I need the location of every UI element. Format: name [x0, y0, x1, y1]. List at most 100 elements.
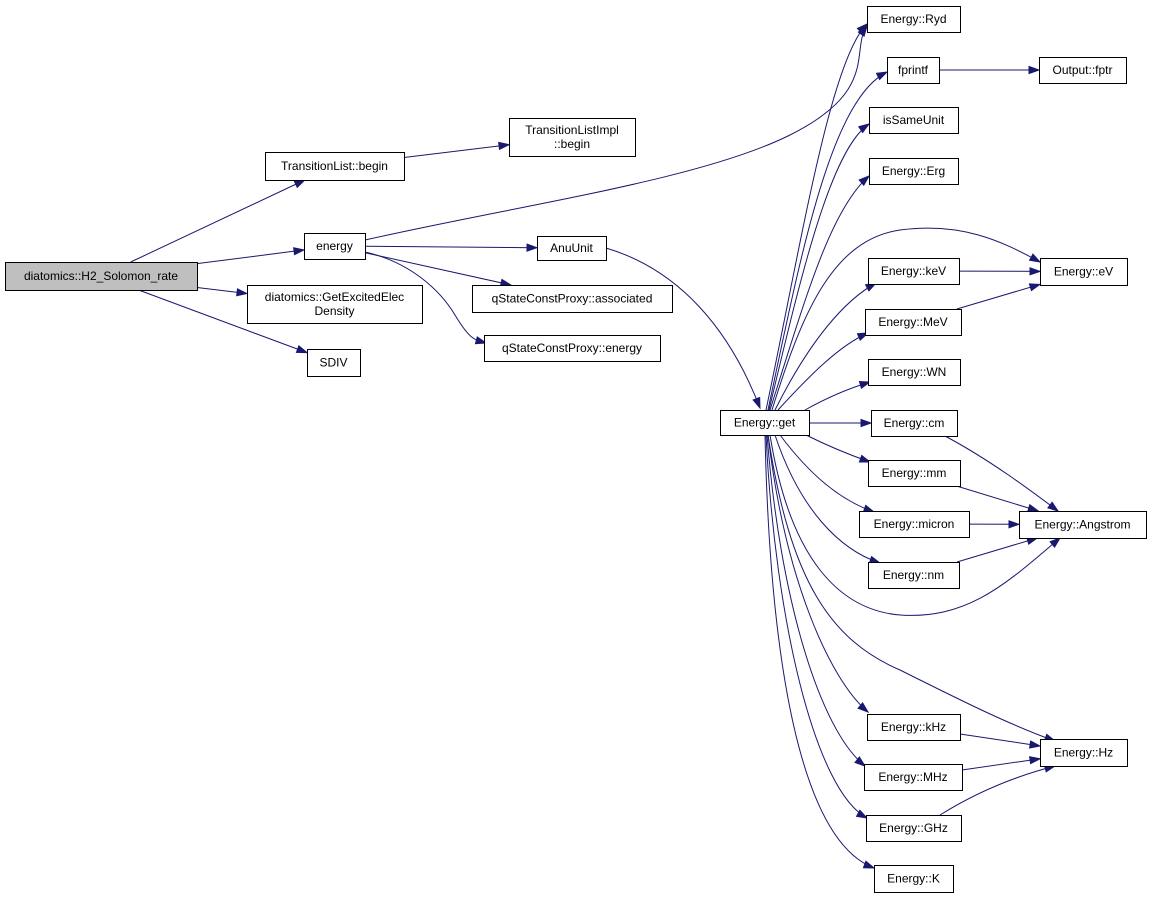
edge-e_get-to-e_erg	[769, 175, 871, 411]
node-box	[720, 410, 810, 436]
node-label: Energy::nm	[883, 568, 944, 582]
arrowhead	[855, 809, 869, 819]
node-e-erg[interactable]: Energy::Erg	[869, 158, 959, 185]
arrowhead	[1028, 283, 1042, 292]
arrowhead	[1049, 537, 1062, 548]
edge-e_get-to-e_mev	[777, 332, 870, 411]
edge-line	[767, 434, 1056, 742]
node-label: energy	[316, 239, 353, 253]
node-tl-begin[interactable]: TransitionList::begin	[265, 152, 405, 181]
edge-line	[605, 247, 761, 409]
arrowhead	[858, 175, 871, 187]
node-e-khz[interactable]: Energy::kHz	[867, 714, 961, 741]
arrowhead	[295, 345, 309, 354]
node-e-mev[interactable]: Energy::MeV	[865, 309, 962, 336]
arrowhead	[857, 123, 871, 134]
edge-line	[364, 252, 512, 286]
node-box	[1019, 511, 1147, 539]
edge-line	[138, 289, 308, 354]
node-root[interactable]: diatomics::H2_Solomon_rate	[5, 262, 198, 291]
edge-line	[959, 733, 1041, 747]
edge-line	[767, 434, 869, 713]
arrowhead	[1028, 65, 1041, 75]
edge-line	[956, 485, 1039, 512]
node-box	[871, 410, 958, 437]
node-e-mm[interactable]: Energy::mm	[868, 460, 961, 487]
node-label: qStateConstProxy::energy	[502, 341, 642, 355]
node-label: Energy::keV	[881, 264, 946, 278]
node-e-ghz[interactable]: Energy::GHz	[866, 815, 962, 842]
node-e-kev[interactable]: Energy::keV	[868, 258, 960, 285]
node-e-micron[interactable]: Energy::micron	[859, 511, 970, 538]
node-qs-energy[interactable]: qStateConstProxy::energy	[484, 335, 661, 362]
node-e-nm[interactable]: Energy::nm	[868, 562, 960, 589]
node-e-k[interactable]: Energy::K	[874, 865, 954, 893]
arrowhead	[862, 860, 876, 869]
node-label: TransitionListImpl	[525, 123, 619, 137]
arrowhead	[1029, 267, 1042, 276]
node-box	[472, 285, 673, 313]
node-label: Energy::Erg	[882, 164, 945, 178]
edge-e_micron-to-e_angstrom	[968, 520, 1021, 529]
node-e-ev[interactable]: Energy::eV	[1040, 258, 1128, 286]
node-sdiv[interactable]: SDIV	[307, 349, 361, 377]
edge-line	[961, 758, 1041, 771]
node-box	[868, 460, 961, 487]
edge-line	[364, 251, 487, 344]
arrowhead	[1028, 740, 1042, 749]
node-label: isSameUnit	[883, 113, 945, 127]
node-e-angstrom[interactable]: Energy::Angstrom	[1019, 511, 1147, 539]
edge-line	[804, 381, 871, 411]
edge-energy_fn-to-qs_energy	[364, 251, 488, 345]
node-box	[874, 865, 954, 893]
edge-energy_fn-to-qs_assoc	[364, 252, 513, 287]
edge-e_get-to-e_micron	[779, 434, 876, 513]
node-e-mhz[interactable]: Energy::MHz	[864, 764, 963, 791]
edge-e_get-to-e_ryd	[765, 22, 869, 411]
edge-line	[956, 283, 1041, 310]
node-e-cm[interactable]: Energy::cm	[871, 410, 958, 437]
node-e-get[interactable]: Energy::get	[720, 410, 810, 436]
nodes-layer: diatomics::H2_Solomon_rate TransitionList…	[5, 6, 1147, 893]
arrowhead	[293, 247, 306, 256]
node-label: Energy::MHz	[878, 770, 947, 784]
node-label: TransitionList::begin	[281, 159, 388, 173]
node-e-ryd[interactable]: Energy::Ryd	[867, 6, 961, 33]
edge-line	[777, 332, 869, 411]
edge-e_get-to-e_khz	[767, 434, 870, 713]
node-e-wn[interactable]: Energy::WN	[868, 359, 961, 386]
node-box	[304, 233, 366, 260]
node-box	[887, 57, 940, 84]
node-fprintf[interactable]: fprintf	[887, 57, 940, 84]
node-label: fprintf	[898, 63, 929, 77]
edge-e_mev-to-e_ev	[956, 283, 1042, 310]
node-energy-fn[interactable]: energy	[304, 233, 366, 260]
node-e-hz[interactable]: Energy::Hz	[1040, 739, 1128, 767]
edge-root-to-sdiv	[138, 289, 309, 354]
arrowhead	[858, 454, 872, 463]
edge-e_get-to-e_wn	[804, 380, 872, 411]
node-issameunit[interactable]: isSameUnit	[869, 107, 959, 134]
arrowhead	[293, 179, 307, 189]
node-qs-assoc[interactable]: qStateConstProxy::associated	[472, 285, 673, 313]
node-label: Energy::K	[887, 872, 940, 886]
node-label: Density	[314, 304, 354, 318]
node-tli-begin[interactable]: TransitionListImpl::begin	[509, 118, 636, 157]
arrowhead	[752, 396, 761, 410]
node-box	[869, 158, 959, 185]
node-anuunit[interactable]: AnuUnit	[537, 236, 607, 261]
node-out-fptr[interactable]: Output::fptr	[1039, 57, 1127, 84]
edge-line	[774, 282, 877, 411]
node-box	[866, 815, 962, 842]
edge-line	[196, 249, 305, 265]
edge-anuunit-to-e_get	[605, 247, 761, 410]
edge-e_nm-to-e_angstrom	[956, 536, 1039, 563]
edge-e_get-to-e_nm	[774, 434, 882, 564]
node-box	[1040, 258, 1128, 286]
edge-e_kev-to-e_ev	[958, 267, 1042, 276]
edge-line	[130, 179, 305, 263]
arrowhead	[526, 243, 539, 252]
node-box	[869, 107, 959, 134]
